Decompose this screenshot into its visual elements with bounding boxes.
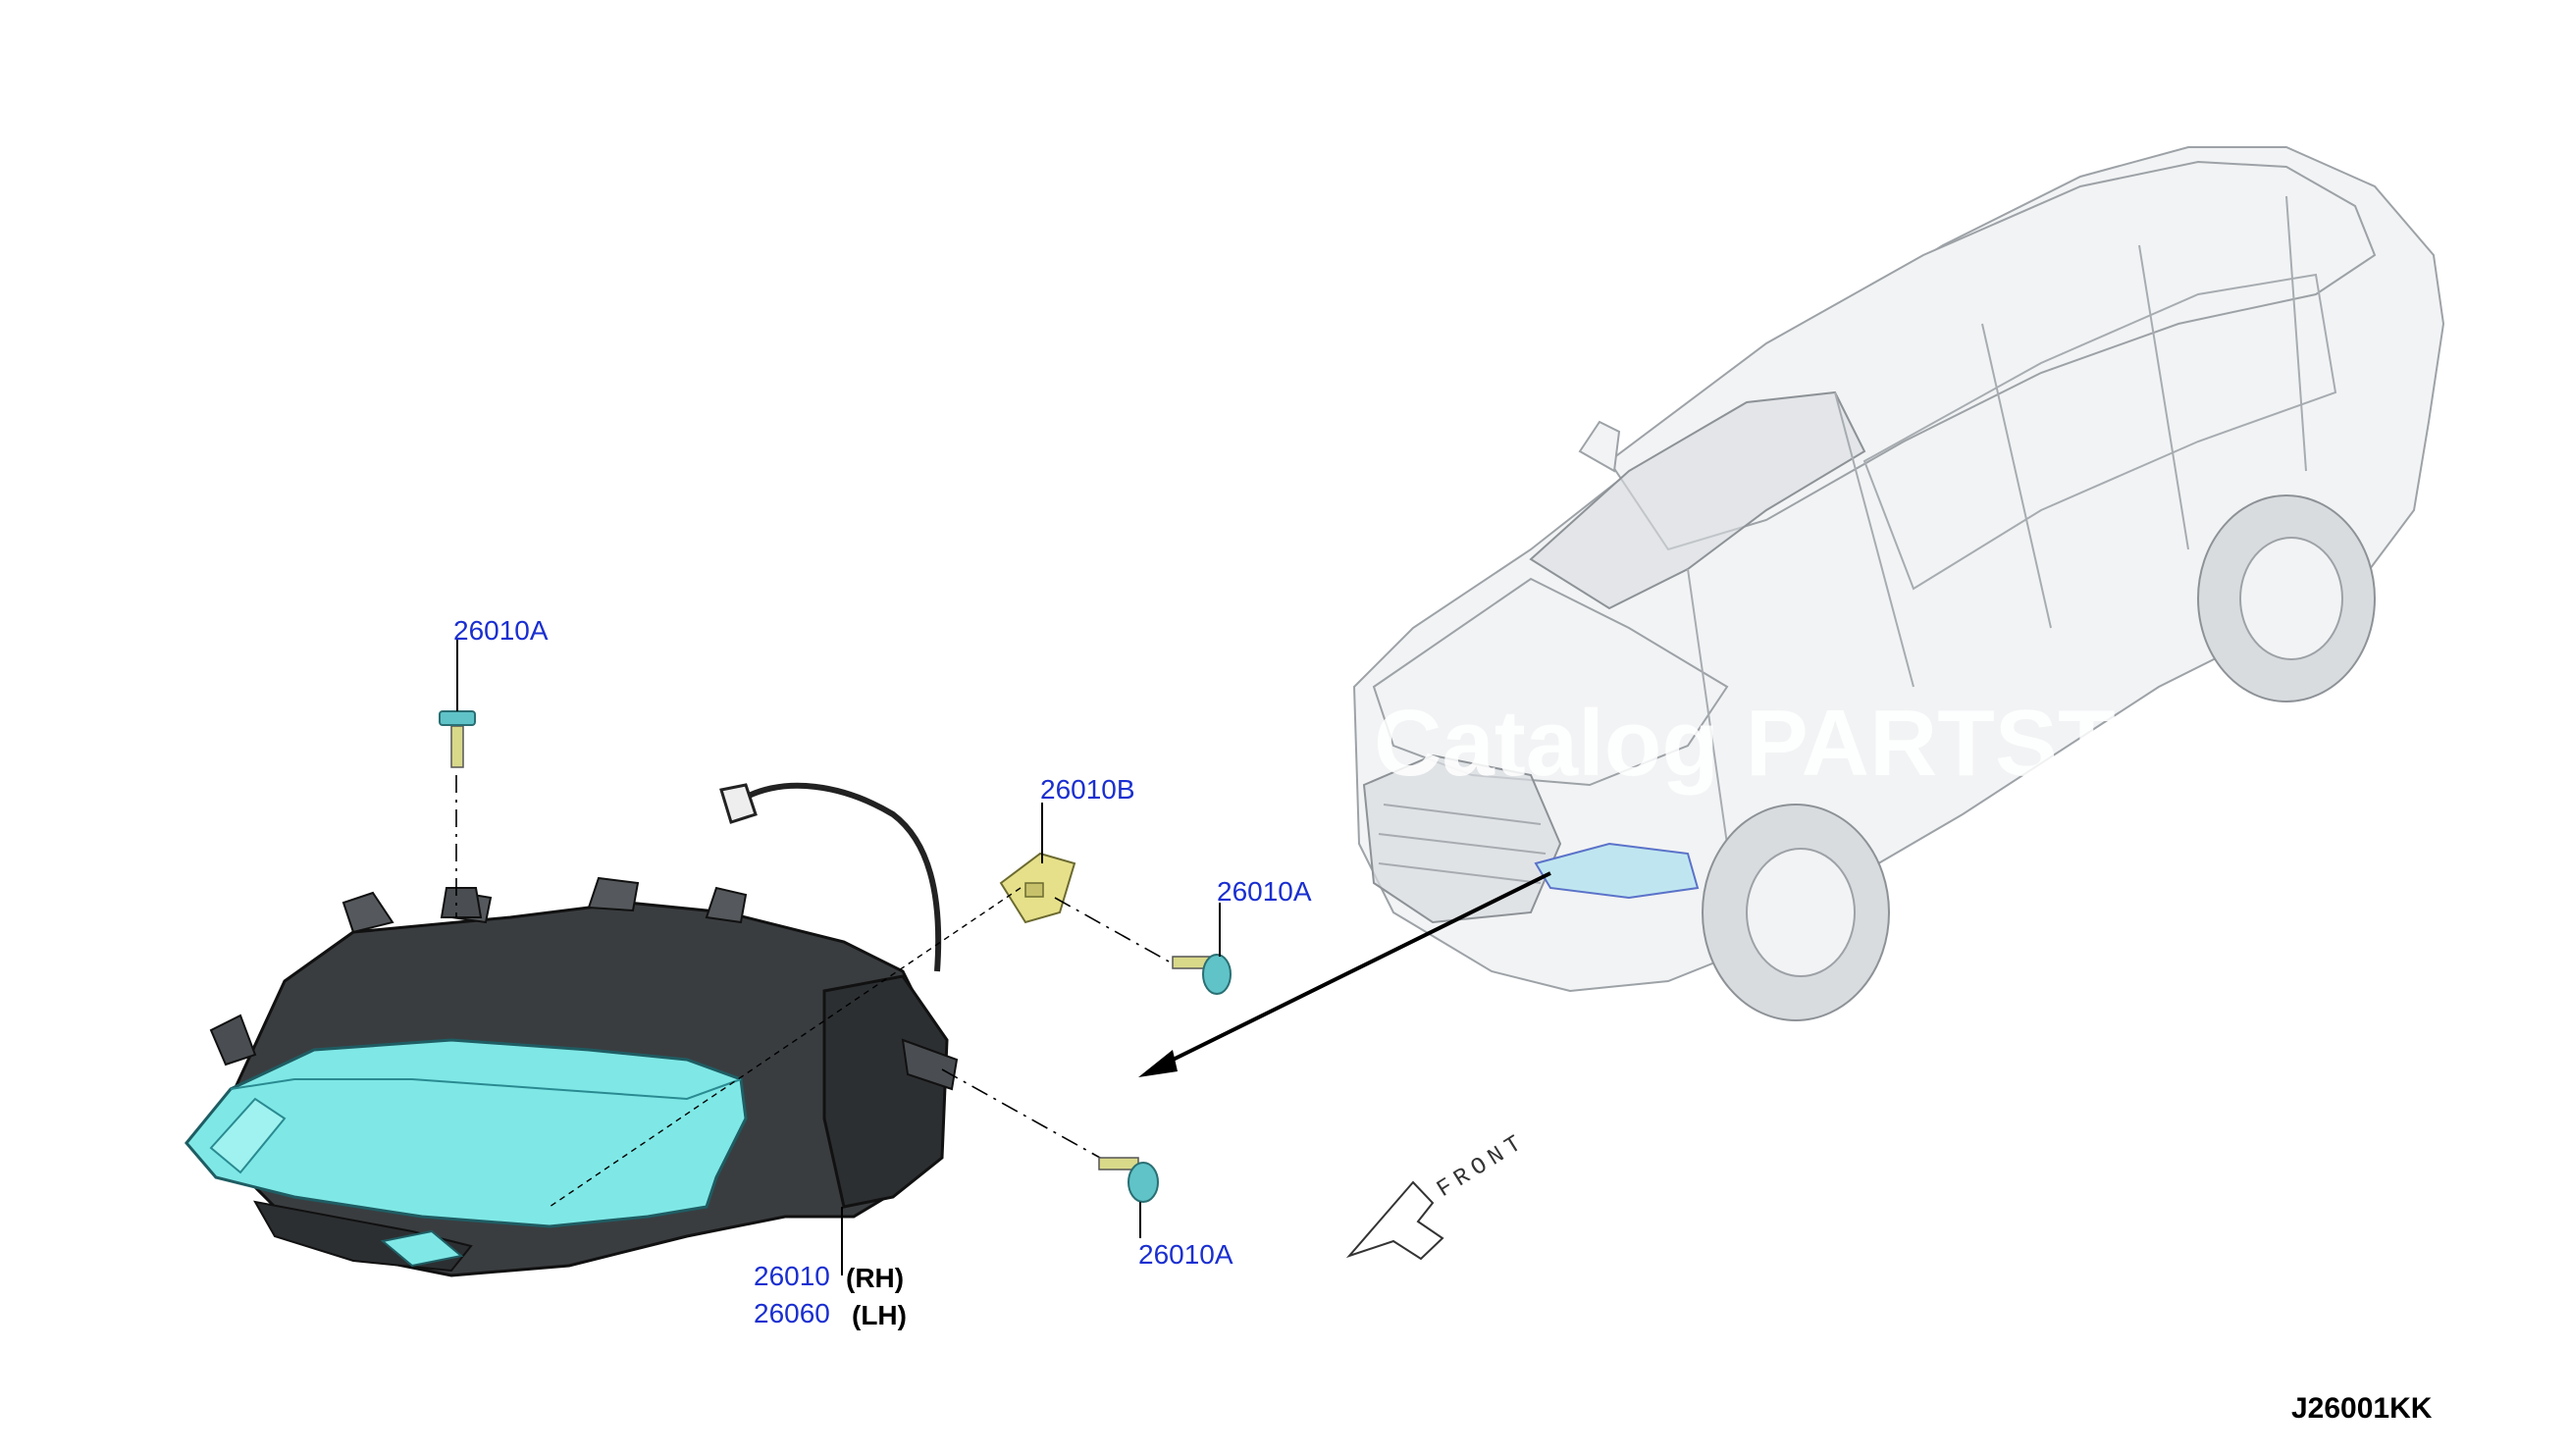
callout-headlamp-lh-side: (LH) xyxy=(852,1300,907,1330)
callout-headlamp-rh-side: (RH) xyxy=(846,1263,904,1293)
callout-bracket[interactable]: 26010B xyxy=(1040,774,1135,805)
callout-bolt-top[interactable]: 26010A xyxy=(453,615,549,646)
vehicle-illustration: Catalog PARTSTO xyxy=(1352,146,2445,1021)
callout-headlamp-rh-part[interactable]: 26010 xyxy=(754,1261,830,1291)
callout-headlamp-lh-part[interactable]: 26060 xyxy=(754,1298,830,1328)
bolt-top[interactable] xyxy=(439,710,476,768)
front-direction-indicator: FRONT xyxy=(1345,1128,1532,1261)
diagram-code: J26001KK xyxy=(2291,1392,2433,1425)
bolt-right-lower[interactable] xyxy=(1098,1157,1159,1203)
bracket-26010B[interactable] xyxy=(999,852,1076,924)
front-label: FRONT xyxy=(1433,1128,1532,1204)
watermark-text: Catalog PARTSTO xyxy=(1374,691,2187,796)
vehicle-headlamp-highlight xyxy=(1534,842,1700,900)
headlamp-assembly[interactable] xyxy=(184,782,959,1277)
callout-bolt-right-upper[interactable]: 26010A xyxy=(1217,876,1312,907)
headlamp-lens xyxy=(184,1038,748,1228)
bolt-right-upper[interactable] xyxy=(1172,954,1232,995)
callout-bolt-right-lower[interactable]: 26010A xyxy=(1138,1239,1233,1270)
pointer-arrow xyxy=(1138,871,1551,1077)
